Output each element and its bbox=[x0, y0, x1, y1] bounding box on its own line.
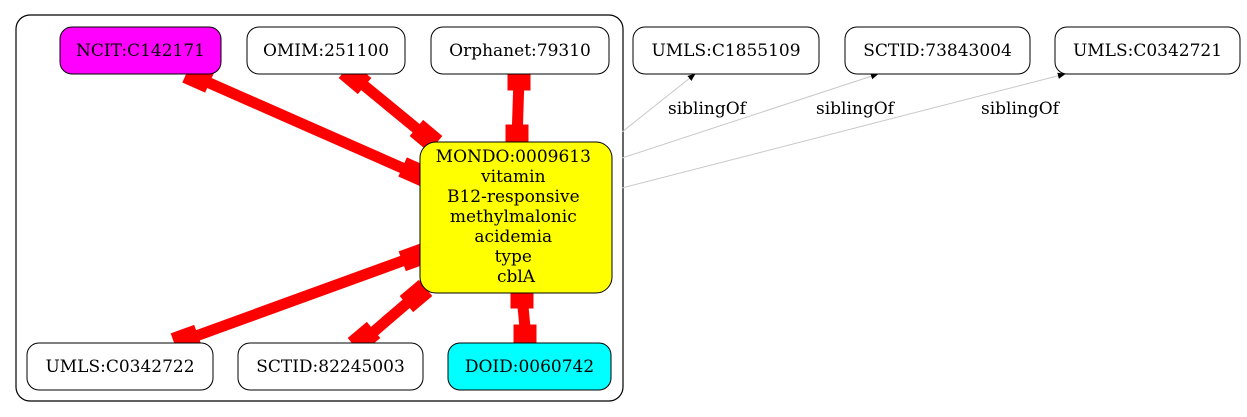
node-sctid8224-label: SCTID:82245003 bbox=[256, 357, 405, 377]
node-sctid8224[interactable]: SCTID:82245003 bbox=[237, 342, 424, 391]
mondo-line-7: cblA bbox=[497, 267, 536, 287]
node-mondo[interactable]: MONDO:0009613 vitamin B12-responsive met… bbox=[419, 141, 613, 294]
node-umls0342722-label: UMLS:C0342722 bbox=[45, 357, 194, 377]
sibling-label-1: siblingOf bbox=[668, 99, 748, 119]
sibling-edges: siblingOf siblingOf siblingOf bbox=[621, 72, 1066, 189]
node-orphanet[interactable]: Orphanet:79310 bbox=[430, 26, 610, 75]
mondo-line-1: MONDO:0009613 bbox=[436, 147, 591, 167]
node-mondo-label: MONDO:0009613 vitamin B12-responsive met… bbox=[436, 147, 597, 287]
node-doid-box bbox=[447, 342, 612, 391]
node-sctid7384-label: SCTID:73843004 bbox=[863, 41, 1012, 61]
node-doid-label: DOID:0060742 bbox=[465, 357, 594, 377]
node-umls0342721-box bbox=[1054, 26, 1241, 75]
node-umls1855-label: UMLS:C1855109 bbox=[651, 41, 800, 61]
mondo-line-3: B12-responsive bbox=[447, 187, 580, 207]
equiv-edge-ncit bbox=[195, 72, 419, 180]
node-umls0342721-label: UMLS:C0342721 bbox=[1073, 41, 1222, 61]
node-ncit[interactable]: NCIT:C142171 bbox=[59, 26, 222, 75]
sibling-edge-umls0342721 bbox=[621, 72, 1066, 189]
node-omim[interactable]: OMIM:251100 bbox=[246, 26, 406, 75]
node-sctid7384-box bbox=[844, 26, 1031, 75]
sibling-label-3: siblingOf bbox=[981, 99, 1061, 119]
node-sctid7384[interactable]: SCTID:73843004 bbox=[844, 26, 1031, 75]
node-ncit-box bbox=[59, 26, 222, 75]
node-umls1855-box bbox=[632, 26, 820, 75]
mondo-line-5: acidemia bbox=[474, 227, 552, 247]
equiv-edge-omim bbox=[351, 73, 432, 143]
node-doid[interactable]: DOID:0060742 bbox=[447, 342, 612, 391]
node-umls0342721[interactable]: UMLS:C0342721 bbox=[1054, 26, 1241, 75]
node-ncit-label: NCIT:C142171 bbox=[76, 41, 205, 61]
sibling-label-2: siblingOf bbox=[816, 99, 896, 119]
mondo-line-2: vitamin bbox=[480, 167, 546, 187]
node-orphanet-box bbox=[430, 26, 610, 75]
equiv-edge-umls0342722 bbox=[183, 250, 418, 346]
equivalence-cluster bbox=[15, 14, 624, 402]
sibling-edge-umls1855 bbox=[621, 73, 696, 133]
node-omim-box bbox=[246, 26, 406, 75]
mondo-line-6: type bbox=[495, 247, 532, 267]
sibling-edge-sctid7384 bbox=[621, 73, 879, 159]
node-orphanet-label: Orphanet:79310 bbox=[449, 41, 591, 61]
node-sctid8224-box bbox=[237, 342, 424, 391]
mondo-line-4: methylmalonic bbox=[450, 207, 577, 227]
node-umls1855[interactable]: UMLS:C1855109 bbox=[632, 26, 820, 75]
node-omim-label: OMIM:251100 bbox=[263, 41, 389, 61]
node-umls0342722-box bbox=[26, 342, 214, 391]
node-mondo-box bbox=[419, 141, 613, 294]
node-umls0342722[interactable]: UMLS:C0342722 bbox=[26, 342, 214, 391]
